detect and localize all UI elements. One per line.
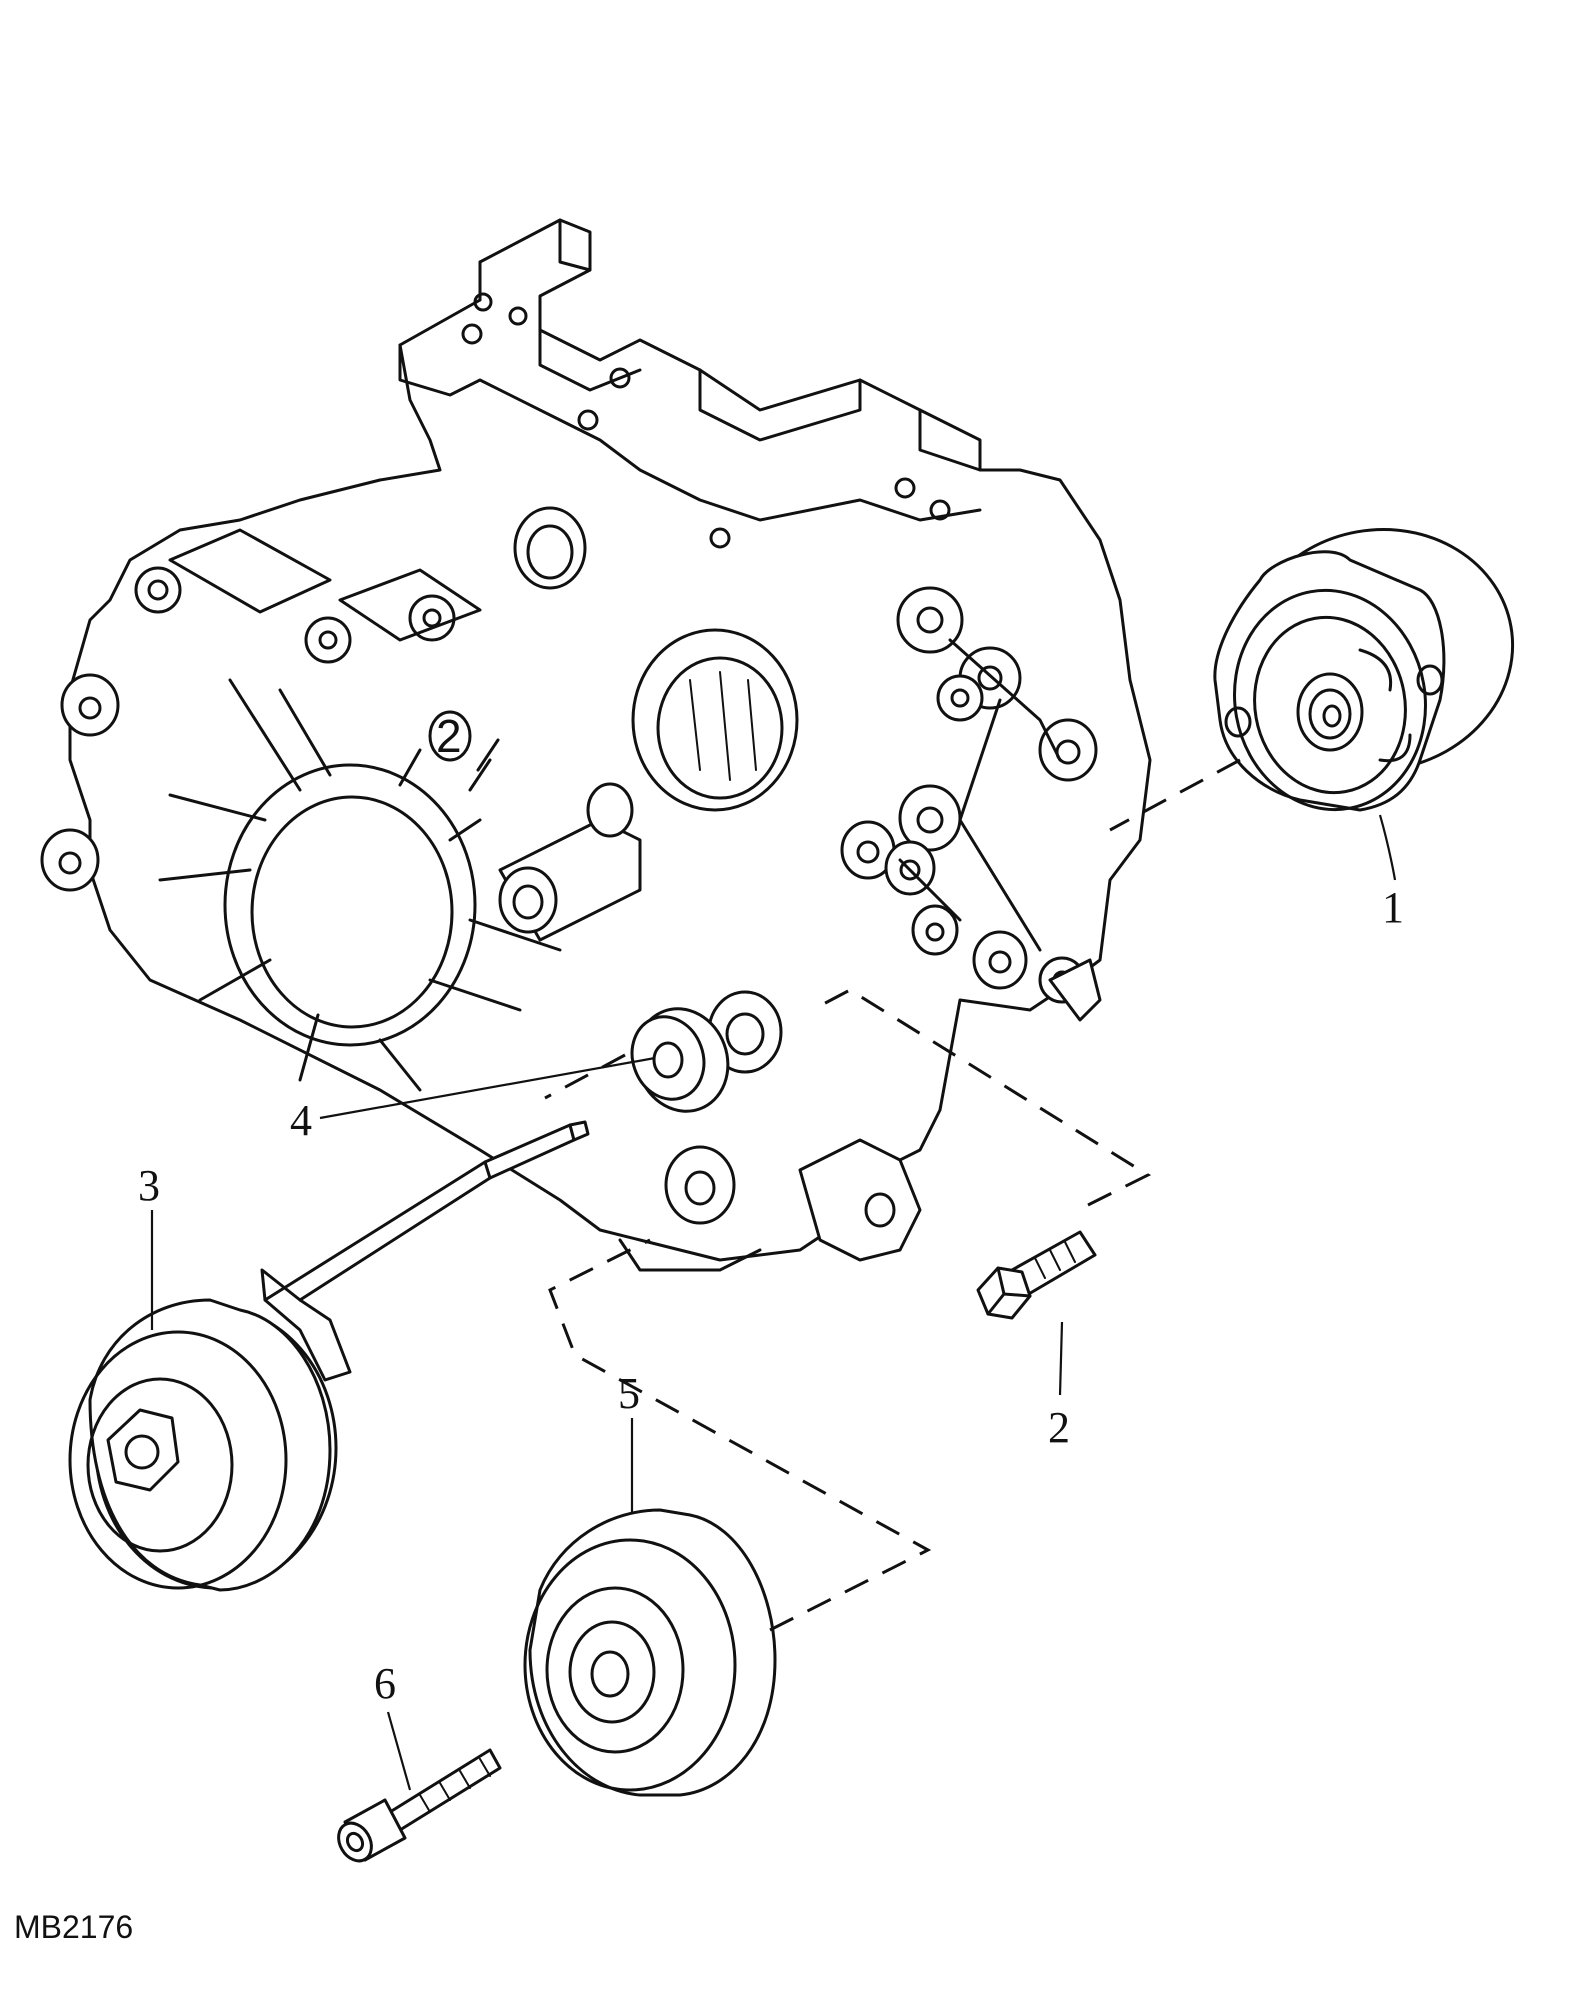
assembly-dashed-lines xyxy=(544,758,1241,1632)
callout-1: 1 xyxy=(1382,883,1404,932)
callout-2: 2 xyxy=(1048,1403,1070,1452)
part-3-idler-arm-pulley xyxy=(68,1120,590,1592)
part-1-belt-tensioner xyxy=(1213,528,1515,812)
callout-5: 5 xyxy=(618,1369,640,1418)
callout-6: 6 xyxy=(374,1659,396,1708)
casting-number-mark: 2 xyxy=(436,710,462,762)
part-6-socket-head-bolt xyxy=(337,1748,502,1863)
part-5-idler-pulley xyxy=(523,1508,777,1797)
part-4-seal-washer xyxy=(630,1007,730,1113)
part-2-flange-bolt xyxy=(976,1230,1097,1320)
engine-front-cover-casting: 2 xyxy=(40,218,1152,1272)
leader-lines xyxy=(150,814,1397,1791)
callout-labels: 1 2 3 4 5 6 xyxy=(138,883,1404,1708)
callout-4: 4 xyxy=(290,1096,312,1145)
figure-code: MB2176 xyxy=(14,1909,133,1945)
callout-3: 3 xyxy=(138,1161,160,1210)
